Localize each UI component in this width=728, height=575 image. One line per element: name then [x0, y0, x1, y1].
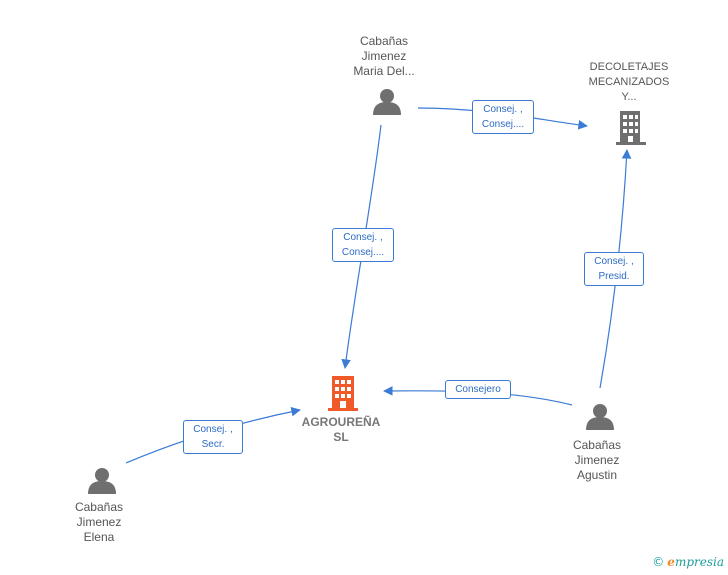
node-label-decoletajes[interactable]: DECOLETAJES MECANIZADOS Y...: [574, 60, 684, 105]
person-icon[interactable]: [586, 404, 614, 430]
edge-label-line: Consej. ,: [343, 232, 383, 243]
edge-label-line: Consej....: [481, 119, 525, 130]
edge-label-agustin-decoletajes[interactable]: Consej. , Presid.: [584, 252, 644, 286]
edge-label-line: Presid.: [598, 271, 630, 282]
person-icon[interactable]: [88, 468, 116, 494]
building-icon[interactable]: [616, 111, 646, 145]
edge-label-line: Secr.: [201, 439, 225, 450]
node-label-line: Y...: [621, 91, 637, 103]
node-label-line: DECOLETAJES: [589, 61, 669, 73]
node-label-line: Cabañas: [74, 500, 124, 514]
edge-label-line: Consej. ,: [193, 424, 233, 435]
copyright-symbol: ©: [652, 555, 665, 569]
node-label-line: Cabañas: [359, 34, 409, 48]
node-label-elena[interactable]: Cabañas Jimenez Elena: [49, 500, 149, 545]
node-label-line: AGROUREÑA: [301, 415, 381, 429]
node-label-maria[interactable]: Cabañas Jimenez Maria Del...: [334, 34, 434, 79]
edge-label-maria-decoletajes[interactable]: Consej. , Consej....: [472, 100, 534, 134]
node-label-line: MECANIZADOS: [588, 76, 670, 88]
edge-label-elena-agrourena[interactable]: Consej. , Secr.: [183, 420, 243, 454]
edge-label-maria-agrourena[interactable]: Consej. , Consej....: [332, 228, 394, 262]
node-label-line: Maria Del...: [353, 64, 415, 78]
edge-label-line: Consej....: [341, 247, 385, 258]
brand-name: mpresia: [674, 555, 724, 569]
node-label-line: Cabañas: [572, 438, 622, 452]
node-label-line: Jimenez: [361, 49, 407, 63]
node-label-line: Agustin: [576, 468, 618, 482]
node-label-line: Jimenez: [76, 515, 122, 529]
edge-label-line: Consej. ,: [594, 256, 634, 267]
edge-label-agustin-agrourena[interactable]: Consejero: [445, 380, 511, 399]
node-label-line: Elena: [83, 530, 115, 544]
node-label-agustin[interactable]: Cabañas Jimenez Agustin: [547, 438, 647, 483]
building-icon[interactable]: [328, 376, 358, 411]
node-label-line: SL: [333, 430, 349, 444]
brand-watermark: ©empresia: [652, 555, 724, 569]
edge-label-line: Consej. ,: [483, 104, 523, 115]
person-icon[interactable]: [373, 89, 401, 115]
edge-label-line: Consejero: [455, 384, 501, 395]
node-label-line: Jimenez: [574, 453, 620, 467]
brand-initial: e: [667, 555, 675, 569]
node-label-agrourena[interactable]: AGROUREÑA SL: [291, 415, 391, 445]
